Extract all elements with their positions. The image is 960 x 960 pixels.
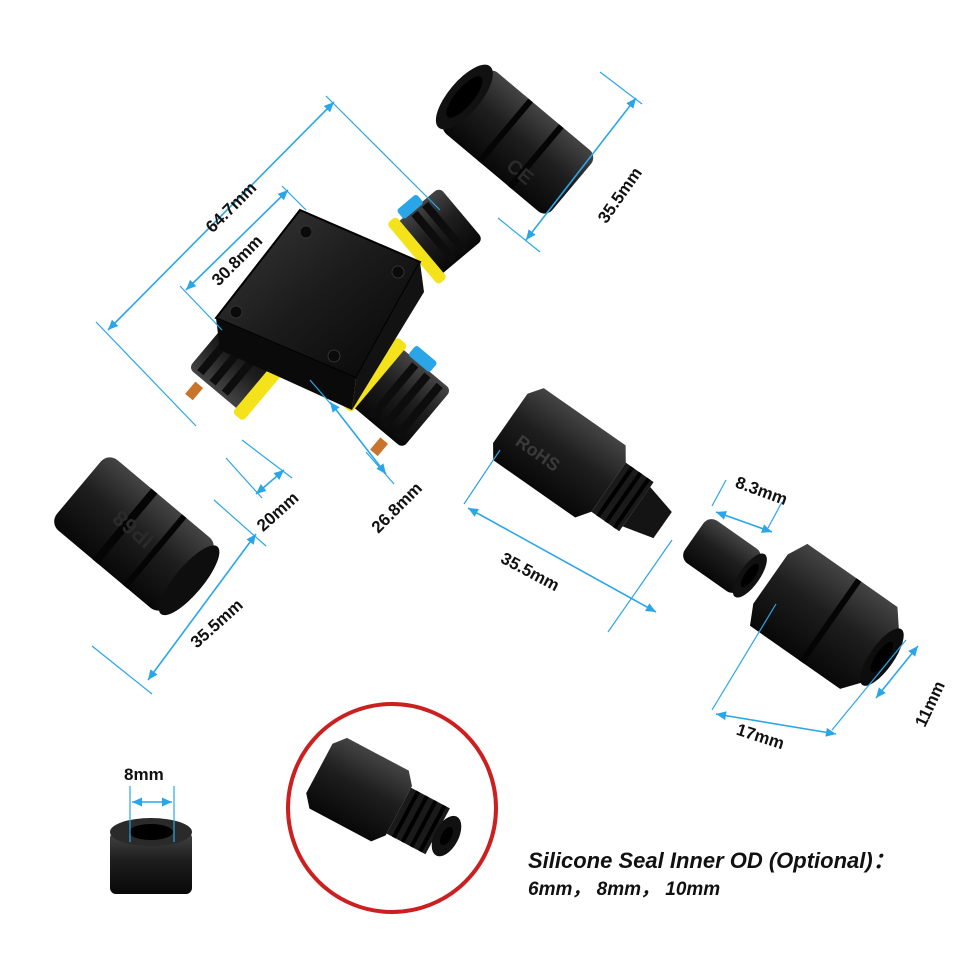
- dim-top-nut-length: 35.5mm: [594, 164, 646, 227]
- dim-overall-length: 64.7mm: [202, 178, 260, 236]
- dim-small-seal-length: 8mm: [124, 765, 164, 784]
- dimension-lines: [91, 71, 919, 842]
- small-seal: [110, 818, 192, 894]
- caption-title: Silicone Seal Inner OD (Optional)：: [528, 848, 895, 873]
- top-nut: [435, 64, 594, 214]
- junction-box: [185, 189, 481, 457]
- seal-ring: [683, 519, 767, 598]
- dim-cap-hole: 11mm: [911, 678, 949, 730]
- dim-seal-length: 8.3mm: [733, 473, 790, 509]
- dim-arm-diameter: 26.8mm: [368, 479, 426, 537]
- arm-top-right: [388, 189, 481, 284]
- dim-left-nut-length: 35.5mm: [187, 595, 247, 651]
- caption-sizes: 6mm， 8mm， 10mm: [528, 879, 721, 900]
- seal-caption: Silicone Seal Inner OD (Optional)： 6mm， …: [528, 846, 948, 904]
- gland-closeup: [286, 702, 498, 914]
- dim-thread-length: 20mm: [253, 488, 302, 535]
- cap-nut: [749, 543, 904, 689]
